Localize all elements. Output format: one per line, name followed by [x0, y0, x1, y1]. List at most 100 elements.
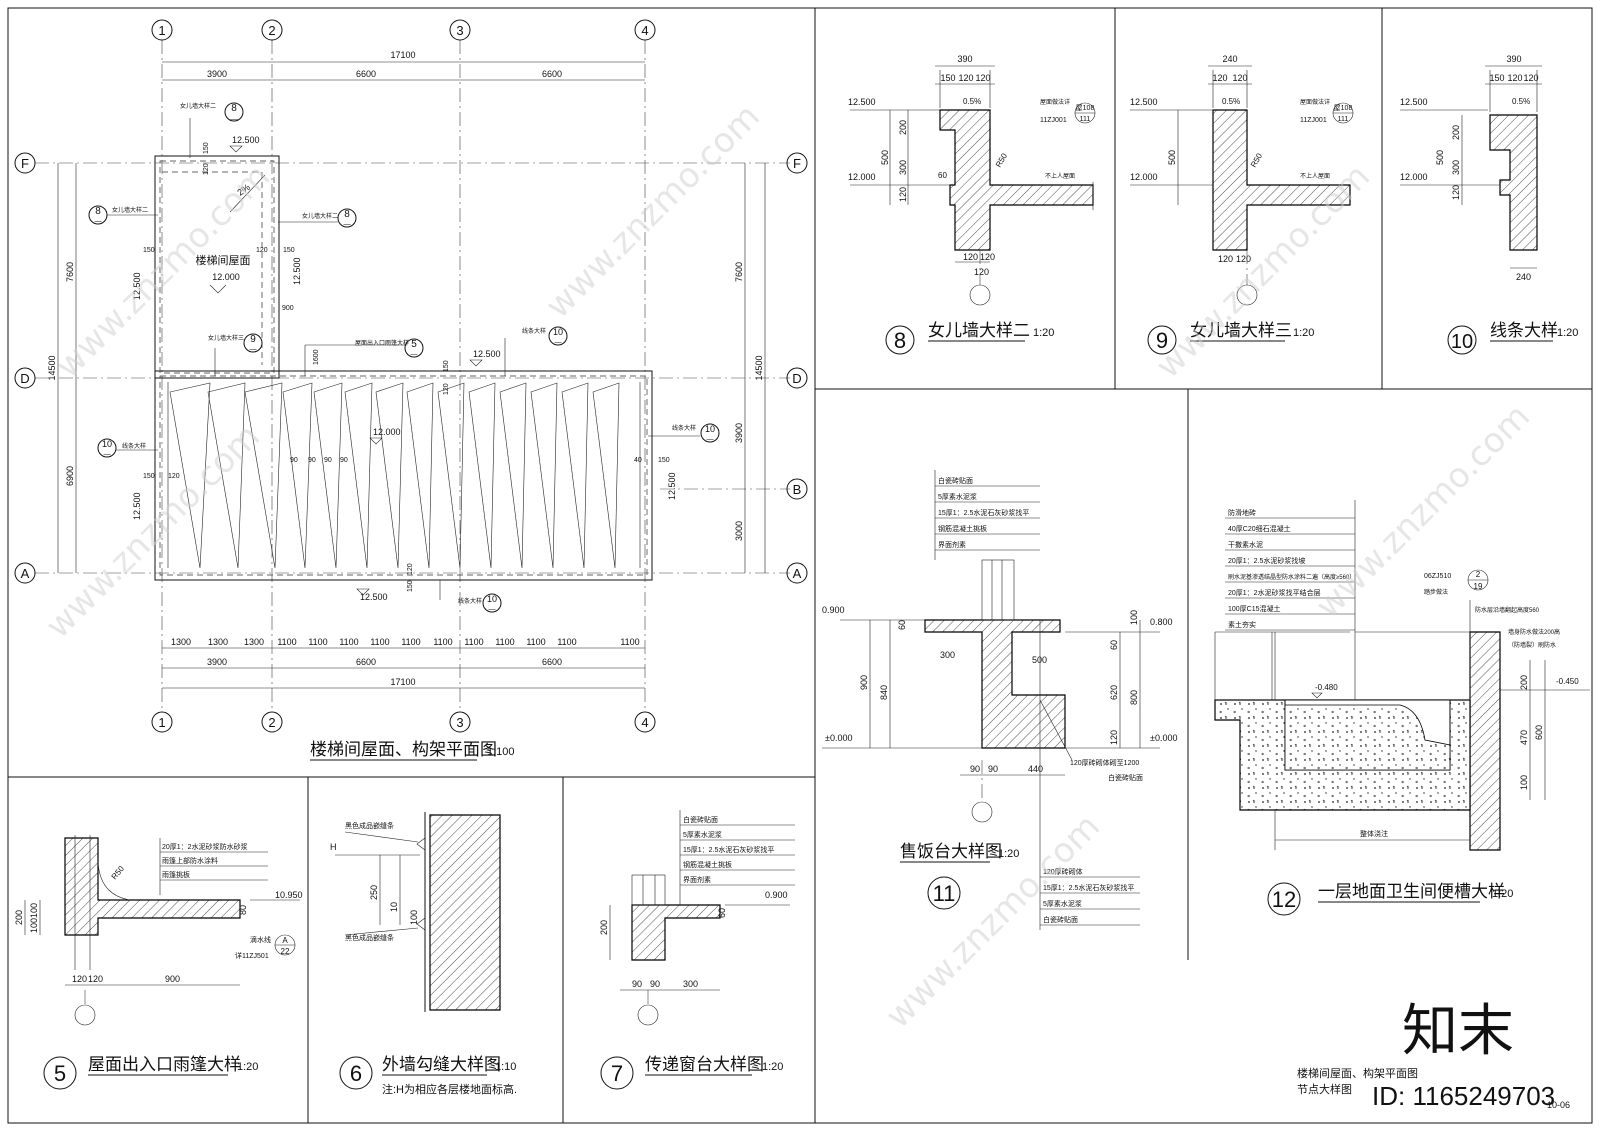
callout-num: 8 [231, 103, 237, 114]
d11-wall-note: 120厚砖砌体砌至1200 [1070, 758, 1139, 767]
callout-sub: — [95, 218, 102, 225]
d8-ref-a: 屋108 [1076, 104, 1095, 112]
d12-right-note: （防墙裂）刷防水 [1508, 641, 1556, 649]
d12-num: 12 [1272, 887, 1296, 912]
d7-dim: 90 [650, 979, 660, 989]
d8-elev-top: 12.500 [848, 97, 876, 107]
callout-10-bottom: 线条大样 10 — [439, 580, 502, 613]
d11-dim: 440 [1028, 764, 1043, 774]
main-plan-scale: 1:100 [487, 746, 515, 758]
axis-bubbles-top: 1 2 3 4 [151, 19, 656, 41]
dim-bottom-seg: 1100 [277, 637, 296, 647]
d7-elev: 0.900 [765, 890, 788, 900]
d12-ref-note: 踏步做法 [1424, 588, 1448, 596]
detail-12: 防滑地砖 40厚C20细石混凝土 干撒素水泥 20厚1：2.5水泥砂浆找坡 刷水… [1214, 500, 1590, 916]
title-block: 楼梯间屋面、构架平面图 节点大样图 10-06 [1297, 1066, 1570, 1110]
dim-bottom-mid: 6600 [356, 657, 376, 667]
dim-bottom-seg: 1100 [308, 637, 327, 647]
axis-bubbles-left: F D A [14, 152, 36, 584]
d11-scale: 1:20 [998, 848, 1019, 860]
d9-ref-b: 111 [1338, 116, 1349, 123]
dim-bottom-seg: 1100 [464, 637, 483, 647]
d12-elev: -0.450 [1556, 677, 1579, 686]
watermark-id: ID: 1165249703 [1372, 1081, 1555, 1111]
small-dim: 150 [143, 247, 155, 254]
d8-dim: 120 [898, 187, 908, 202]
d6-dim: 250 [369, 885, 379, 900]
callout-10-right: 线条大样 10 — [648, 423, 720, 443]
d7-notes: 白瓷砖贴面 5厚素水泥浆 15厚1：2.5水泥石灰砂浆找平 钢筋混凝土挑板 界面… [679, 810, 795, 905]
dim-right-part: 7600 [734, 262, 744, 282]
d11-notes-bottom: 120厚砖砌体 15厚1：2.5水泥石灰砂浆找平 5厚素水泥浆 白瓷砖贴面 [1039, 620, 1140, 930]
callout-sub: — [250, 346, 257, 353]
dim-bottom-seg: 1300 [244, 637, 264, 647]
small-dim: 90 [324, 457, 332, 464]
d7-dim: 300 [683, 979, 698, 989]
stair-room-label: 楼梯间屋面 [196, 253, 251, 267]
d9-num: 9 [1156, 328, 1168, 353]
callout-label: 女儿墙大样二 [302, 212, 338, 220]
d9-scale: 1:20 [1293, 327, 1314, 339]
d12-title: 一层地面卫生间便槽大样 [1318, 882, 1505, 901]
detail-6: 黑色成品嵌缝条 H 250 10 100 黑色成品嵌缝条 6 外墙勾缝大样图 1… [330, 812, 517, 1096]
dim-bottom-seg: 1300 [208, 637, 228, 647]
d11-num: 11 [933, 881, 956, 906]
d12-dim: 200 [1519, 675, 1529, 690]
callout-sub: — [344, 221, 351, 228]
axis-F-right: F [793, 156, 801, 171]
callout-8-top: 女儿墙大样二 8 — [180, 102, 244, 158]
d5-dim: 100 [29, 918, 39, 933]
d8-title: 女儿墙大样二 [928, 321, 1030, 340]
d12-bottom: 整体浇注 [1360, 829, 1388, 838]
axis-F-left: F [21, 156, 29, 171]
dim-bottom-seg: 1100 [526, 637, 545, 647]
d8-dim: 390 [957, 54, 972, 64]
d8-ref-b: 111 [1080, 116, 1091, 123]
small-dim: 120 [203, 163, 210, 175]
d9-dim: 500 [1167, 150, 1177, 165]
d11-dim: 100 [1129, 610, 1139, 625]
elev-tag-vertical: 12.500 [132, 492, 142, 520]
d10-dim: 120 [1507, 73, 1522, 83]
callout-9: 女儿墙大样三 9 — [208, 333, 263, 376]
d12-note: 20厚1：2.5水泥砂浆找坡 [1228, 556, 1305, 565]
small-dim: 90 [340, 457, 348, 464]
d12-note: 防滑地砖 [1228, 508, 1256, 517]
dim-bottom-seg: 1100 [433, 637, 452, 647]
d11-dim: 500 [1032, 655, 1047, 665]
d8-dim: 500 [880, 150, 890, 165]
axis-bubbles-right: F D B A [786, 152, 808, 584]
d12-dim: 100 [1519, 775, 1529, 790]
d12-dim: 600 [1534, 725, 1544, 740]
d12-right-note: 墙身防水做法200高 [1508, 628, 1560, 636]
callout-label: 线条大样 [122, 442, 146, 450]
dim-bottom-mid: 6600 [542, 657, 562, 667]
d5-num: 5 [54, 1061, 66, 1086]
dim-right-part: 3900 [734, 423, 744, 443]
callout-sub: — [104, 451, 111, 458]
dim-bottom-seg: 1100 [370, 637, 389, 647]
dim-bottom-seg: 1100 [495, 637, 514, 647]
frame-slats [167, 382, 641, 569]
d7-note: 5厚素水泥浆 [683, 830, 722, 839]
callout-label: 屋面出入口雨篷大样 [355, 339, 409, 347]
d8-dim: 300 [898, 160, 908, 175]
d9-dim: 120 [1236, 254, 1251, 264]
d12-ref: 06ZJ510 [1424, 573, 1451, 580]
d5-r50: R50 [110, 864, 127, 881]
d8-scale: 1:20 [1033, 327, 1054, 339]
stair-room-elev: 12.000 [212, 272, 240, 282]
d5-note: 雨篷上部防水涂料 [162, 856, 218, 865]
d9-r50: R50 [1249, 151, 1264, 169]
d5-dim: 100 [29, 903, 39, 918]
dim-left-part: 6900 [65, 466, 75, 486]
d8-num: 8 [894, 328, 906, 353]
d12-ref-b: 19 [1474, 582, 1483, 591]
callout-10-left: 10 — 线条大样 [97, 438, 158, 458]
small-dim: 900 [282, 305, 294, 312]
axis-4-top: 4 [641, 23, 648, 38]
d11-dim: 120 [1109, 730, 1119, 745]
d9-dim: 120 [1232, 73, 1247, 83]
small-dim: 120 [256, 247, 268, 254]
elev-tag: 12.000 [373, 427, 401, 437]
